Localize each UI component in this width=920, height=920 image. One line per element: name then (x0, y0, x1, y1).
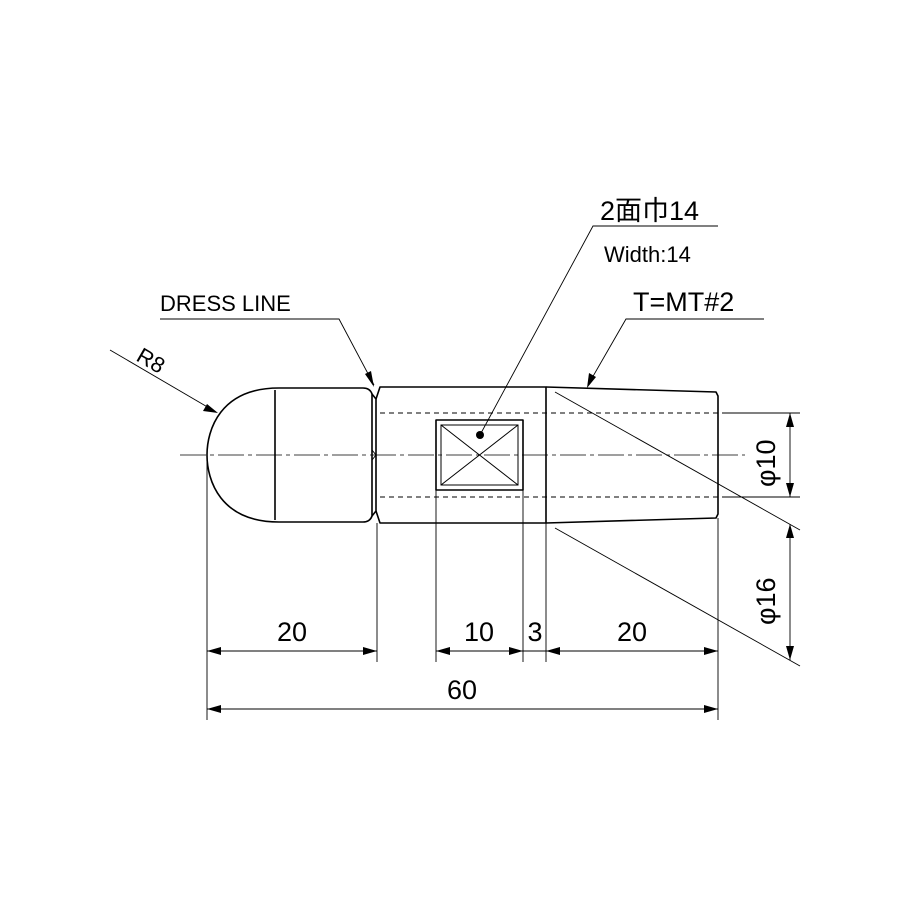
groove-center-mark-2 (371, 454, 377, 461)
dia-bore-arrow-top (786, 413, 794, 427)
dia-outer-arrow-bottom (786, 646, 794, 660)
groove-center-mark (371, 449, 377, 456)
dia-outer-arrow-top (786, 524, 794, 538)
taper-body (545, 386, 719, 524)
dress-line-arrow (365, 371, 374, 387)
dim-tip-arrow-left (207, 647, 221, 655)
radius-leader-arrow (203, 404, 218, 413)
dress-line-leader (160, 318, 375, 386)
tip-body (279, 387, 373, 523)
wrench-flat-diagonal-2 (440, 424, 519, 486)
dress-line-label: DRESS LINE (160, 291, 291, 316)
part-outline (206, 386, 719, 524)
dim-tip-arrow-right (363, 647, 377, 655)
dia-bore-label: φ10 (751, 439, 781, 487)
dim-overall-arrow-right (704, 705, 718, 713)
width-jp-label: 2面巾14 (600, 196, 699, 226)
wrench-flat-outer (435, 419, 524, 491)
dim-flat-arrow-left (436, 647, 450, 655)
dia-outer-extension-top (554, 391, 801, 531)
dim-flat-label: 10 (464, 617, 494, 647)
dia-outer-extension-bottom (554, 527, 801, 667)
taper-leader-line (587, 318, 764, 386)
width-leader-line (479, 225, 718, 436)
dia-outer-label: φ16 (751, 577, 781, 625)
wrench-flat-inner (440, 424, 519, 486)
radius-leader-line (109, 349, 217, 413)
dim-taper-arrow-left (546, 647, 560, 655)
dim-taper-arrow-right (704, 647, 718, 655)
dim-overall-label: 60 (447, 675, 477, 705)
tip-dome (206, 387, 280, 523)
shank-body (375, 386, 547, 524)
taper-leader-arrow (587, 373, 596, 388)
dim-tip-label: 20 (277, 617, 307, 647)
dim-flat-arrow-right (509, 647, 523, 655)
dia-bore-arrow-bottom (786, 483, 794, 497)
radius-label: R8 (133, 343, 170, 379)
width-en-label: Width:14 (604, 242, 691, 267)
wrench-flat (435, 419, 524, 491)
dim-gap-label: 3 (527, 617, 542, 647)
taper-label: T=MT#2 (633, 287, 734, 317)
dim-taper-label: 20 (617, 617, 647, 647)
dim-overall-arrow-left (207, 705, 221, 713)
